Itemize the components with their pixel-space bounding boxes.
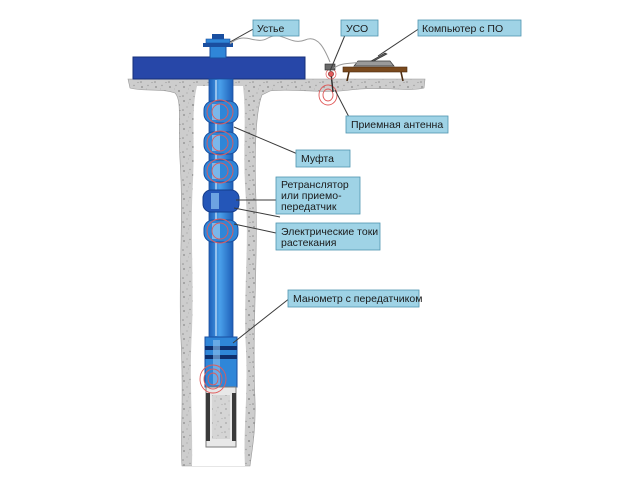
label-retranslator-line2: или приемо-: [281, 190, 342, 202]
signal-ring: [211, 103, 229, 121]
label-retranslator: Ретранслятор или приемо- передатчик: [275, 176, 361, 215]
signal-ring: [211, 162, 229, 180]
label-currents: Электрические токи растекания: [275, 222, 381, 251]
label-uso: УСО: [340, 19, 379, 37]
label-retranslator-line3: передатчик: [281, 201, 337, 213]
signal-ring: [206, 99, 234, 125]
receiver-antenna: [325, 68, 337, 93]
wellhead-platform: [132, 56, 306, 80]
coupling: [203, 219, 239, 243]
coupling: [203, 131, 239, 155]
coupling: [203, 159, 239, 183]
label-currents-line2: растекания: [281, 237, 336, 249]
label-mufta: Муфта: [295, 149, 351, 168]
label-mufta-text: Муфта: [301, 153, 334, 165]
label-currents-line1: Электрические токи: [281, 226, 378, 238]
label-retranslator-line1: Ретранслятор: [281, 179, 349, 191]
signal-ring: [318, 84, 338, 106]
uso-unit: [324, 63, 336, 71]
leader-lines: [229, 27, 421, 344]
signal-ring: [199, 364, 227, 394]
laptop-icon: [353, 60, 395, 67]
wellhead-valve: [203, 34, 233, 59]
signal-ring: [203, 368, 223, 390]
coupling: [203, 100, 239, 124]
label-antenna: Приемная антенна: [345, 115, 449, 134]
signal-ring: [206, 130, 234, 156]
signal-cable: [229, 35, 361, 69]
tubing-string: [202, 78, 240, 338]
label-ustye: Устье: [252, 19, 300, 37]
signal-ring: [207, 372, 219, 386]
repeater-module: [202, 189, 240, 213]
computer-table: [342, 66, 408, 73]
label-uso-text: УСО: [346, 23, 368, 35]
computer-station: [324, 52, 408, 82]
ground-surface: [127, 78, 426, 467]
manometer-body: [204, 336, 238, 448]
signal-waves: [199, 84, 338, 394]
label-antenna-text: Приемная антенна: [351, 119, 443, 131]
signal-ring: [211, 134, 229, 152]
label-computer: Компьютер с ПО: [417, 19, 522, 37]
label-computer-text: Компьютер с ПО: [422, 23, 503, 35]
label-manometer-text: Манометр с передатчиком: [293, 293, 422, 305]
label-manometer: Манометр с передатчиком: [287, 289, 422, 308]
signal-ring: [211, 222, 229, 240]
signal-ring: [322, 88, 334, 102]
label-ustye-text: Устье: [257, 23, 284, 35]
signal-ring: [206, 218, 234, 244]
signal-ring: [206, 158, 234, 184]
ground: [127, 78, 426, 467]
